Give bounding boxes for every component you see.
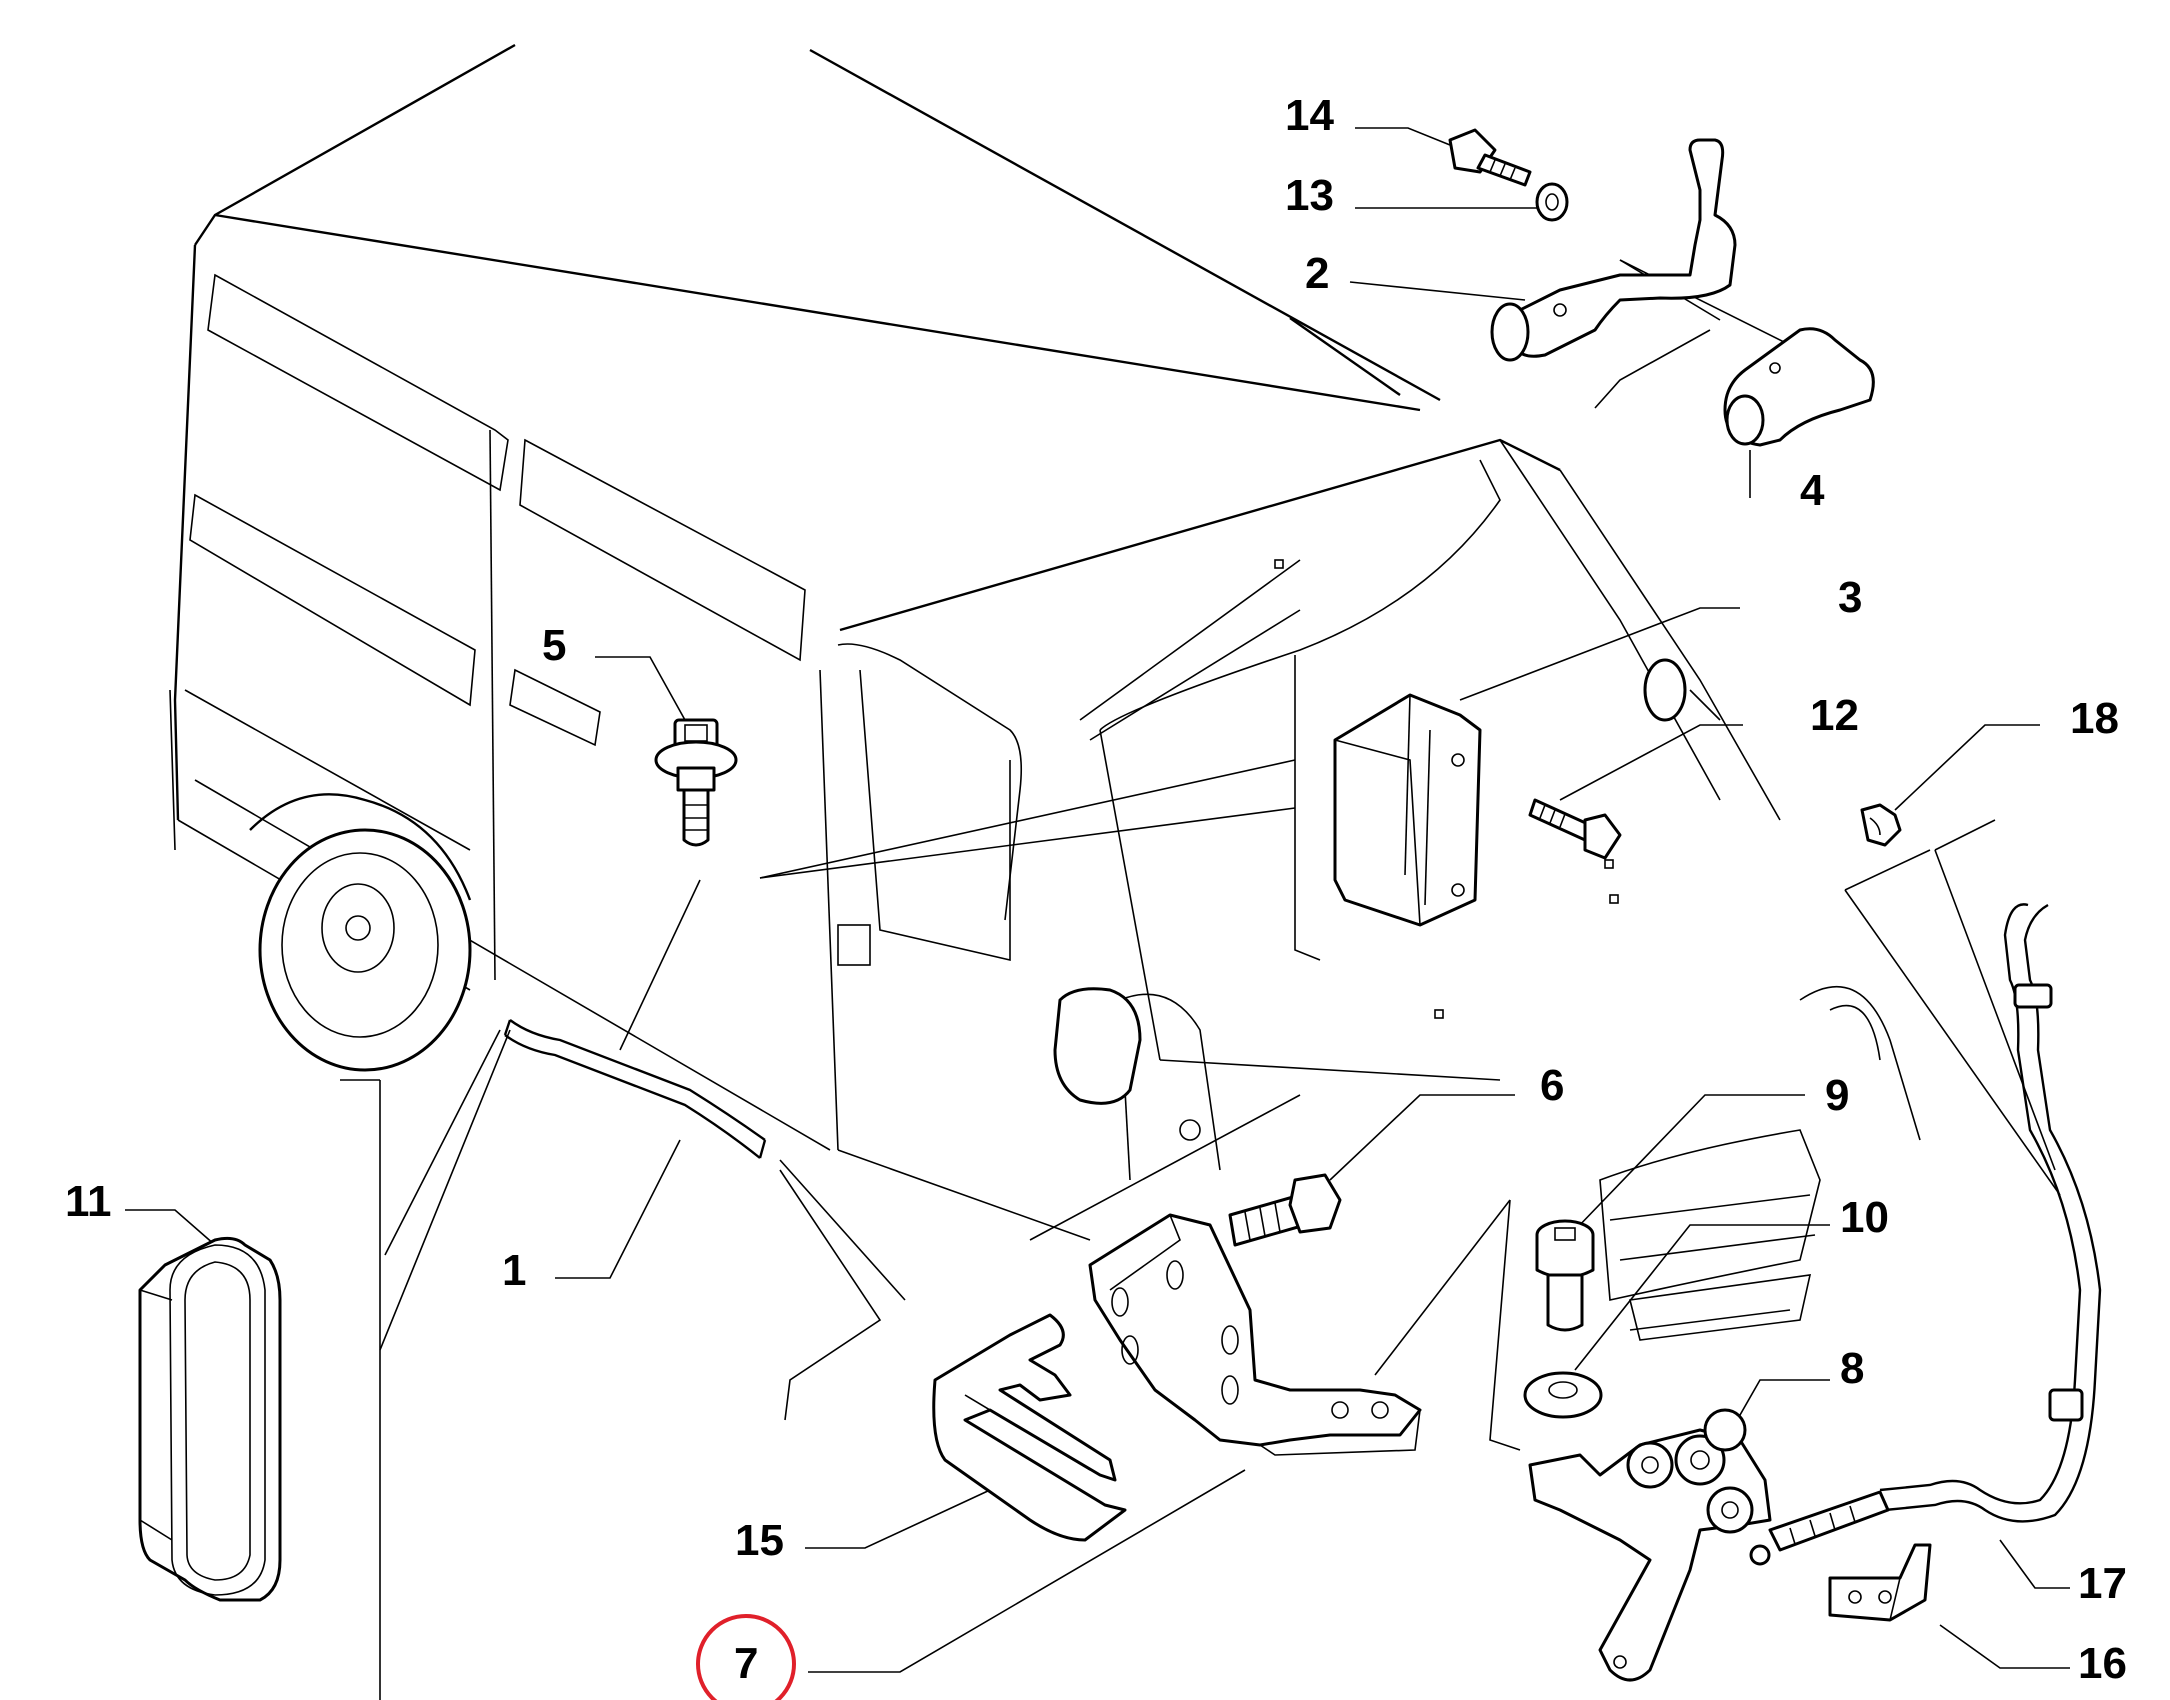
part-10-washer <box>1523 1371 1603 1419</box>
part-16-bracket <box>1828 1543 1932 1622</box>
callout-7: 7 <box>734 1639 758 1688</box>
callout-14: 14 <box>1285 91 1334 140</box>
part-6-bolt <box>1228 1173 1342 1247</box>
callout-18: 18 <box>2070 694 2119 743</box>
callout-1: 1 <box>502 1246 526 1295</box>
part-12-screw <box>1528 798 1622 860</box>
callout-17: 17 <box>2078 1559 2127 1608</box>
part-11-pad <box>138 1236 282 1602</box>
part-4-cap <box>1723 327 1875 447</box>
callout-3: 3 <box>1838 573 1862 622</box>
callout-16: 16 <box>2078 1639 2127 1688</box>
callout-labels: 14 13 2 4 3 12 18 5 6 9 10 8 1 11 15 7 1… <box>65 91 2127 1688</box>
part-1-seal <box>503 1019 767 1159</box>
part-18-clip <box>1860 803 1902 847</box>
part-15-shim <box>932 1313 1127 1542</box>
part-3-block <box>1333 693 1482 927</box>
callout-4: 4 <box>1800 466 1825 515</box>
part-5-bolt <box>654 718 738 847</box>
callout-11: 11 <box>65 1177 112 1226</box>
leader-lines <box>125 127 2070 1700</box>
callout-5: 5 <box>542 621 566 670</box>
part-13-washer <box>1535 182 1569 222</box>
van-outline <box>169 43 1921 1341</box>
callout-9: 9 <box>1825 1071 1849 1120</box>
callout-6: 6 <box>1540 1061 1564 1110</box>
highlight-circle <box>696 1614 796 1700</box>
callout-15: 15 <box>735 1516 784 1565</box>
callout-13: 13 <box>1285 171 1334 220</box>
part-17-cable <box>1749 903 2102 1566</box>
part-8-roller <box>1528 1408 1772 1682</box>
callout-10: 10 <box>1840 1193 1889 1242</box>
part-9-screw <box>1535 1219 1595 1332</box>
part-14-bolt <box>1448 128 1532 187</box>
callout-2: 2 <box>1305 249 1329 298</box>
part-7-bracket <box>1088 1213 1422 1456</box>
callout-8: 8 <box>1840 1344 1864 1393</box>
part-2-lever <box>1490 138 1737 362</box>
callout-12: 12 <box>1810 691 1859 740</box>
